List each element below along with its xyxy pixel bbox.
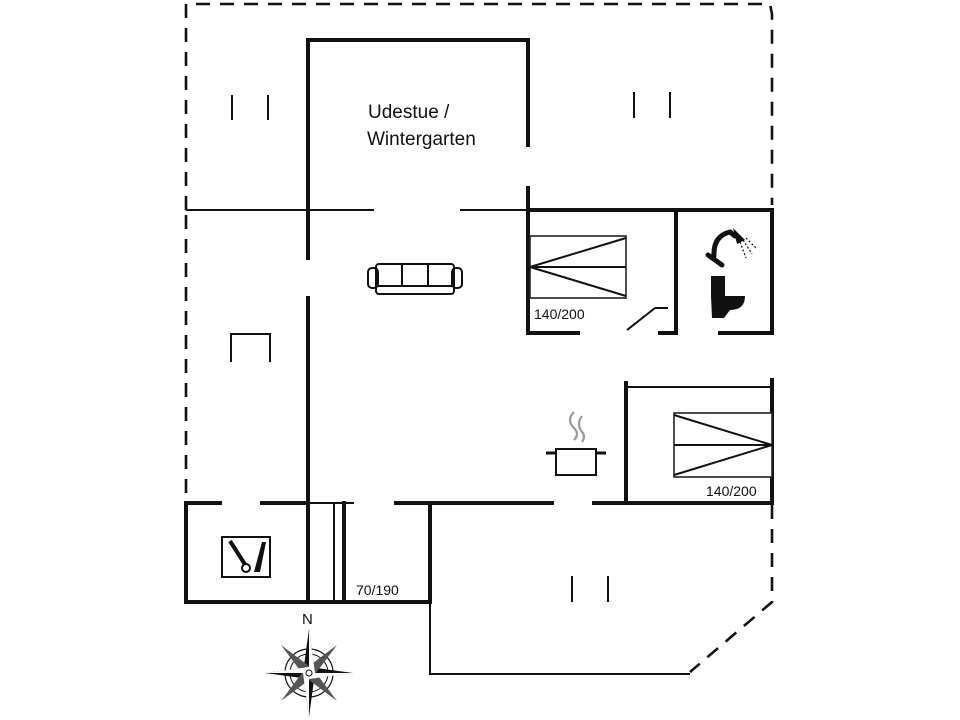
compass-rose-icon <box>265 629 353 717</box>
bed-1-size: 140/200 <box>534 306 585 322</box>
winter-garden-label-de: Wintergarten <box>367 129 476 150</box>
terrace-outline <box>184 2 774 673</box>
washing-machine-icon <box>221 536 271 578</box>
bed-2 <box>673 412 773 478</box>
terrace-markers <box>230 92 671 602</box>
compass-north-label: N <box>302 611 313 628</box>
shower-icon <box>705 228 757 268</box>
walls <box>184 38 774 675</box>
sofa-icon <box>367 263 463 295</box>
bed-3-size: 70/190 <box>356 582 399 598</box>
toilet-icon <box>711 276 745 318</box>
bed-1 <box>529 235 627 299</box>
winter-garden-label: Udestue / <box>368 102 450 123</box>
bed-2-size: 140/200 <box>706 483 757 499</box>
cooking-pot-icon <box>546 411 606 476</box>
